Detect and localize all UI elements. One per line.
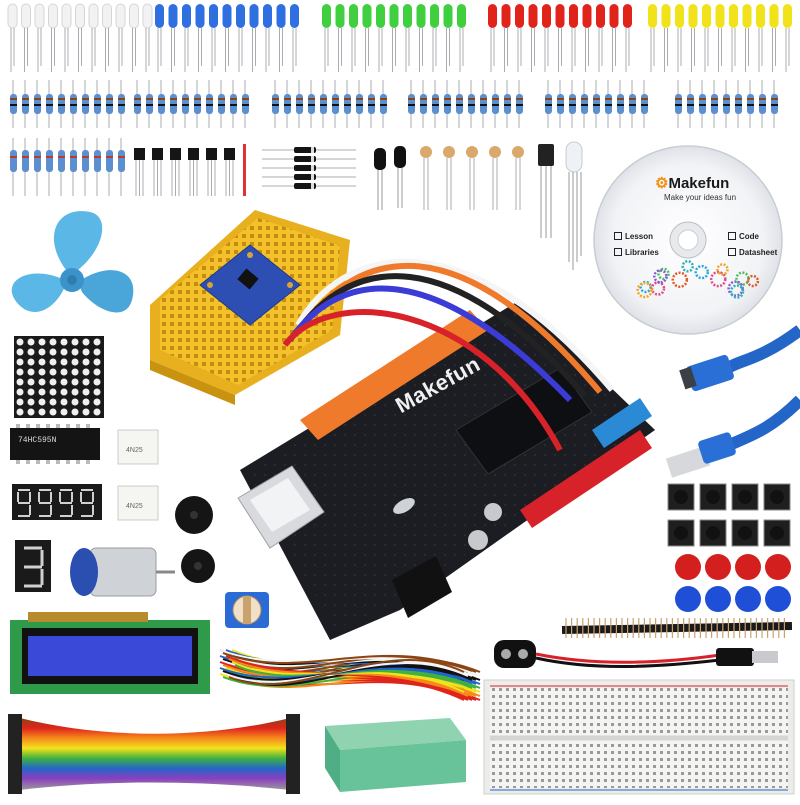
buzzers (175, 496, 215, 583)
cd-brand-logo: ⚙Makefun (655, 175, 730, 192)
button-caps (675, 554, 791, 612)
transistors (134, 148, 235, 196)
temperature-sensor (538, 144, 554, 238)
svg-text:74HC595N: 74HC595N (18, 436, 57, 445)
battery-snap (494, 640, 778, 668)
large-breadboard (483, 679, 795, 795)
ribbon-cable (8, 714, 300, 794)
ic-chip: 74HC595N (10, 424, 100, 464)
cd-option-lesson: Lesson (614, 232, 653, 241)
usb-cable (665, 325, 800, 478)
dot-matrix (14, 336, 104, 418)
pin-header (561, 618, 793, 638)
cd-disc (593, 145, 783, 335)
photoresistors (420, 146, 524, 210)
cd-tagline: Make your ideas fun (664, 193, 737, 202)
dc-motor (70, 547, 175, 597)
sensor-module (199, 244, 301, 326)
rgb-led (565, 141, 583, 270)
potentiometer (225, 592, 269, 628)
svg-text:4N25: 4N25 (126, 447, 143, 454)
cd-option-code: Code (728, 232, 759, 241)
fan-blade (11, 211, 134, 313)
cd-option-libraries: Libraries (614, 248, 659, 257)
lcd-1602 (10, 612, 210, 694)
led-row (7, 3, 792, 72)
board-wires (282, 258, 615, 452)
diodes (243, 144, 356, 196)
resistor-rows (10, 80, 778, 196)
optocouplers: 4N25 4N25 (117, 429, 159, 521)
four-digit-display (12, 484, 102, 520)
jumper-wires (219, 649, 481, 701)
component-box (325, 718, 466, 792)
push-buttons (667, 483, 791, 547)
cd-option-datasheet: Datasheet (728, 248, 777, 257)
svg-text:4N25: 4N25 (126, 503, 143, 510)
ir-receivers (374, 146, 406, 210)
single-digit-display (15, 540, 51, 592)
